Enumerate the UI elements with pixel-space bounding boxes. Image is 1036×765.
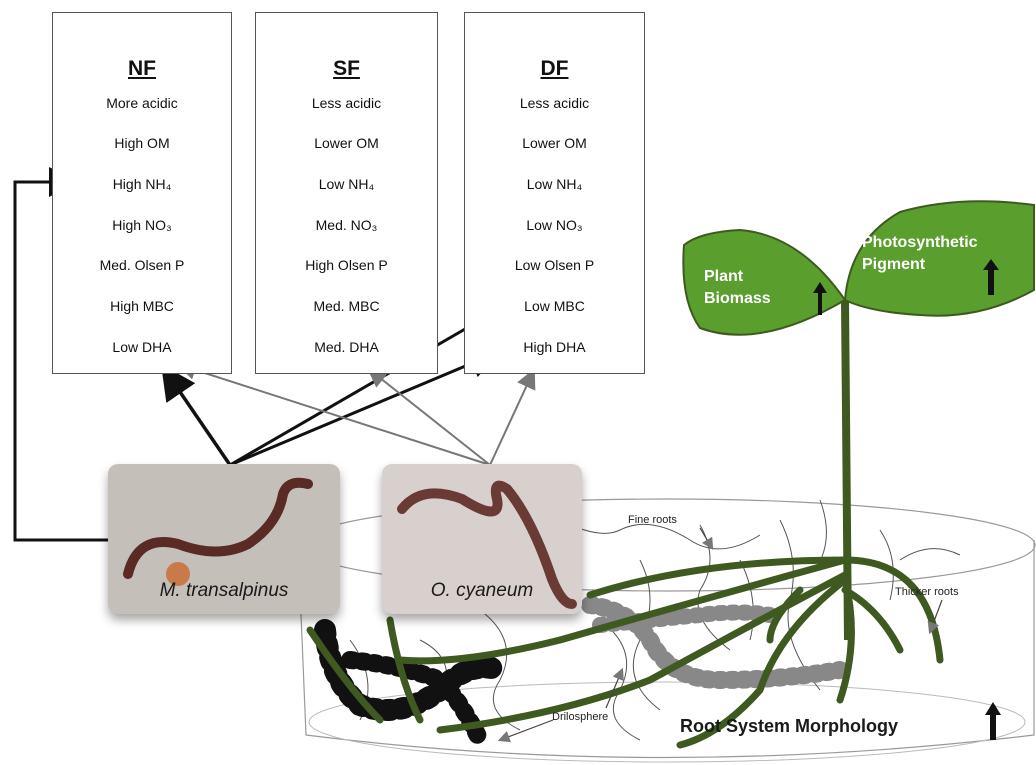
box-row: Low Olsen P [514, 257, 595, 273]
box-row: More acidic [106, 95, 178, 111]
plant-stem [841, 299, 852, 641]
up-arrow-icon [813, 282, 827, 315]
effect-arrows [13, 167, 536, 542]
box-row: Low NO₃ [526, 217, 583, 233]
plant-biomass-line-1: Plant [704, 268, 744, 285]
worm-icon [123, 477, 313, 586]
plant-biomass-line-2: Biomass [704, 290, 771, 307]
box-row: Less acidic [311, 95, 382, 111]
label-pointers [497, 527, 943, 743]
box-row: Med. MBC [313, 298, 380, 314]
pigment-line-2: Pigment [862, 256, 926, 273]
box-title: NF [128, 57, 156, 80]
worm-photo-right: O. cyaneum [382, 464, 582, 614]
worm-label-right: O. cyaneum [430, 580, 534, 601]
box-row: Lower OM [314, 135, 379, 151]
fine-roots-label: Fine roots [628, 514, 677, 526]
leaf-left [682, 228, 847, 336]
box-title: SF [333, 57, 360, 80]
root-system-morphology-label: Root System Morphology [680, 716, 899, 736]
box-title: DF [540, 57, 569, 80]
box-row: High OM [114, 135, 170, 151]
worm-photo-left: M. transalpinus [108, 464, 340, 614]
box-nf: NF More acidic High OM High NH₄ High NO₃… [52, 12, 232, 374]
box-sf: SF Less acidic Lower OM Low NH₄ Med. NO₃… [255, 12, 438, 374]
pigment-line-1: Photosynthetic [862, 234, 978, 251]
box-row: Less acidic [519, 95, 590, 111]
thicker-roots-label: Thicker roots [895, 586, 959, 598]
thicker-roots [306, 556, 944, 749]
box-df: DF Less acidic Lower OM Low NH₄ Low NO₃ … [464, 12, 645, 374]
box-row: High DHA [523, 339, 586, 355]
worm-icon [397, 480, 577, 609]
box-row: High Olsen P [305, 257, 388, 273]
box-row: Low MBC [524, 298, 585, 314]
worm-label-left: M. transalpinus [159, 580, 289, 601]
box-row: Low NH₄ [318, 176, 375, 192]
box-row: Low NH₄ [526, 176, 583, 192]
box-row: Low DHA [112, 339, 172, 355]
box-row: High MBC [110, 298, 174, 314]
photosynthetic-pigment-label: Photosynthetic Pigment [862, 232, 978, 276]
box-row: Med. NO₃ [315, 217, 378, 233]
drilosphere-label: Drilosphere [552, 711, 609, 723]
box-row: Med. Olsen P [99, 257, 185, 273]
plant-biomass-label: Plant Biomass [704, 266, 771, 310]
box-row: Med. DHA [314, 339, 379, 355]
up-arrow-icon [983, 259, 999, 295]
box-row: High NO₃ [112, 217, 172, 233]
box-row: High NH₄ [112, 176, 172, 192]
box-row: Lower OM [522, 135, 587, 151]
up-arrow-icon [985, 702, 1001, 740]
leaf-right [843, 200, 1035, 317]
